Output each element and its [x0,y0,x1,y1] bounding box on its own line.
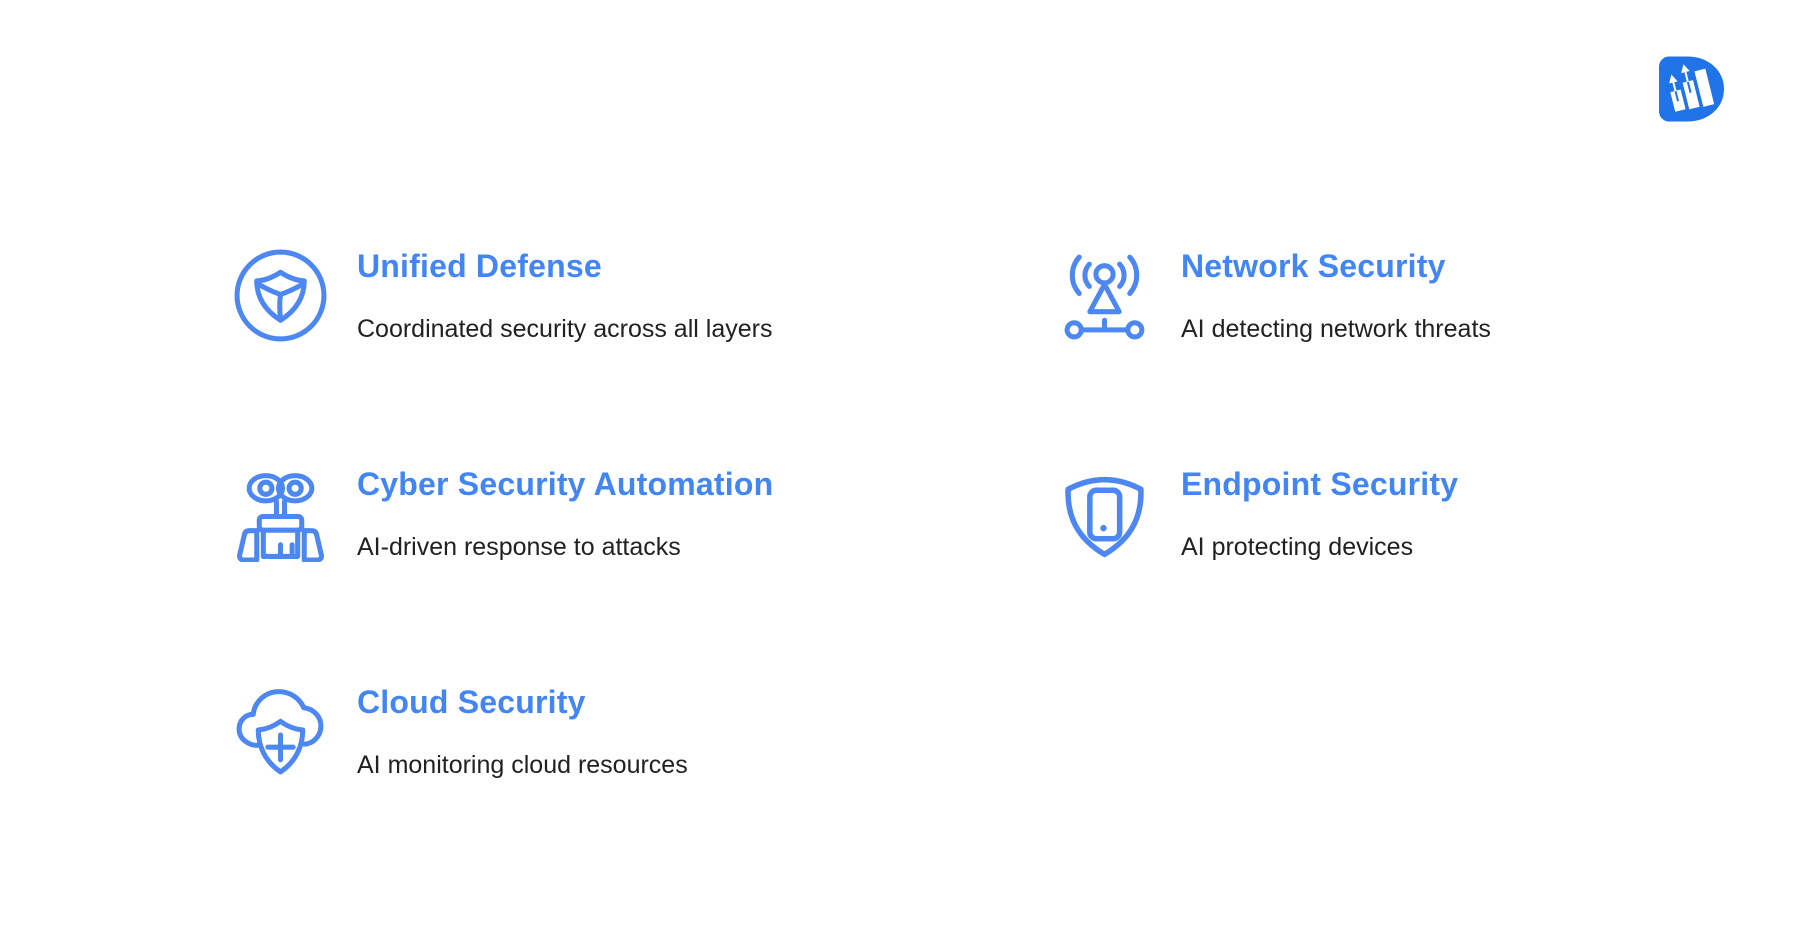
feature-card-unified-defense: Unified Defense Coordinated security acr… [232,247,772,344]
feature-description: AI monitoring cloud resources [357,751,688,779]
feature-title: Endpoint Security [1181,466,1459,502]
robot-icon [232,465,329,562]
feature-text: Cloud Security AI monitoring cloud resou… [357,683,688,780]
shield-device-icon [1056,465,1153,562]
feature-title: Network Security [1181,248,1446,284]
brand-logo [1659,56,1724,122]
feature-title: Cyber Security Automation [357,466,774,502]
d-growth-chart-logo-icon [1659,56,1724,122]
feature-title: Unified Defense [357,248,602,284]
feature-description: Coordinated security across all layers [357,315,773,343]
feature-text: Endpoint Security AI protecting devices [1181,465,1458,562]
feature-title: Cloud Security [357,684,586,720]
feature-card-cloud-security: Cloud Security AI monitoring cloud resou… [232,683,688,780]
antenna-network-icon [1056,247,1153,344]
cloud-shield-icon [232,683,329,780]
feature-description: AI detecting network threats [1181,315,1491,343]
feature-text: Network Security AI detecting network th… [1181,247,1491,344]
feature-text: Unified Defense Coordinated security acr… [357,247,772,344]
feature-card-endpoint-security: Endpoint Security AI protecting devices [1056,465,1458,562]
feature-description: AI-driven response to attacks [357,533,681,561]
feature-description: AI protecting devices [1181,533,1414,561]
shield-circle-icon [232,247,329,344]
feature-card-network-security: Network Security AI detecting network th… [1056,247,1491,344]
feature-card-cyber-security-automation: Cyber Security Automation AI-driven resp… [232,465,773,562]
feature-text: Cyber Security Automation AI-driven resp… [357,465,773,562]
